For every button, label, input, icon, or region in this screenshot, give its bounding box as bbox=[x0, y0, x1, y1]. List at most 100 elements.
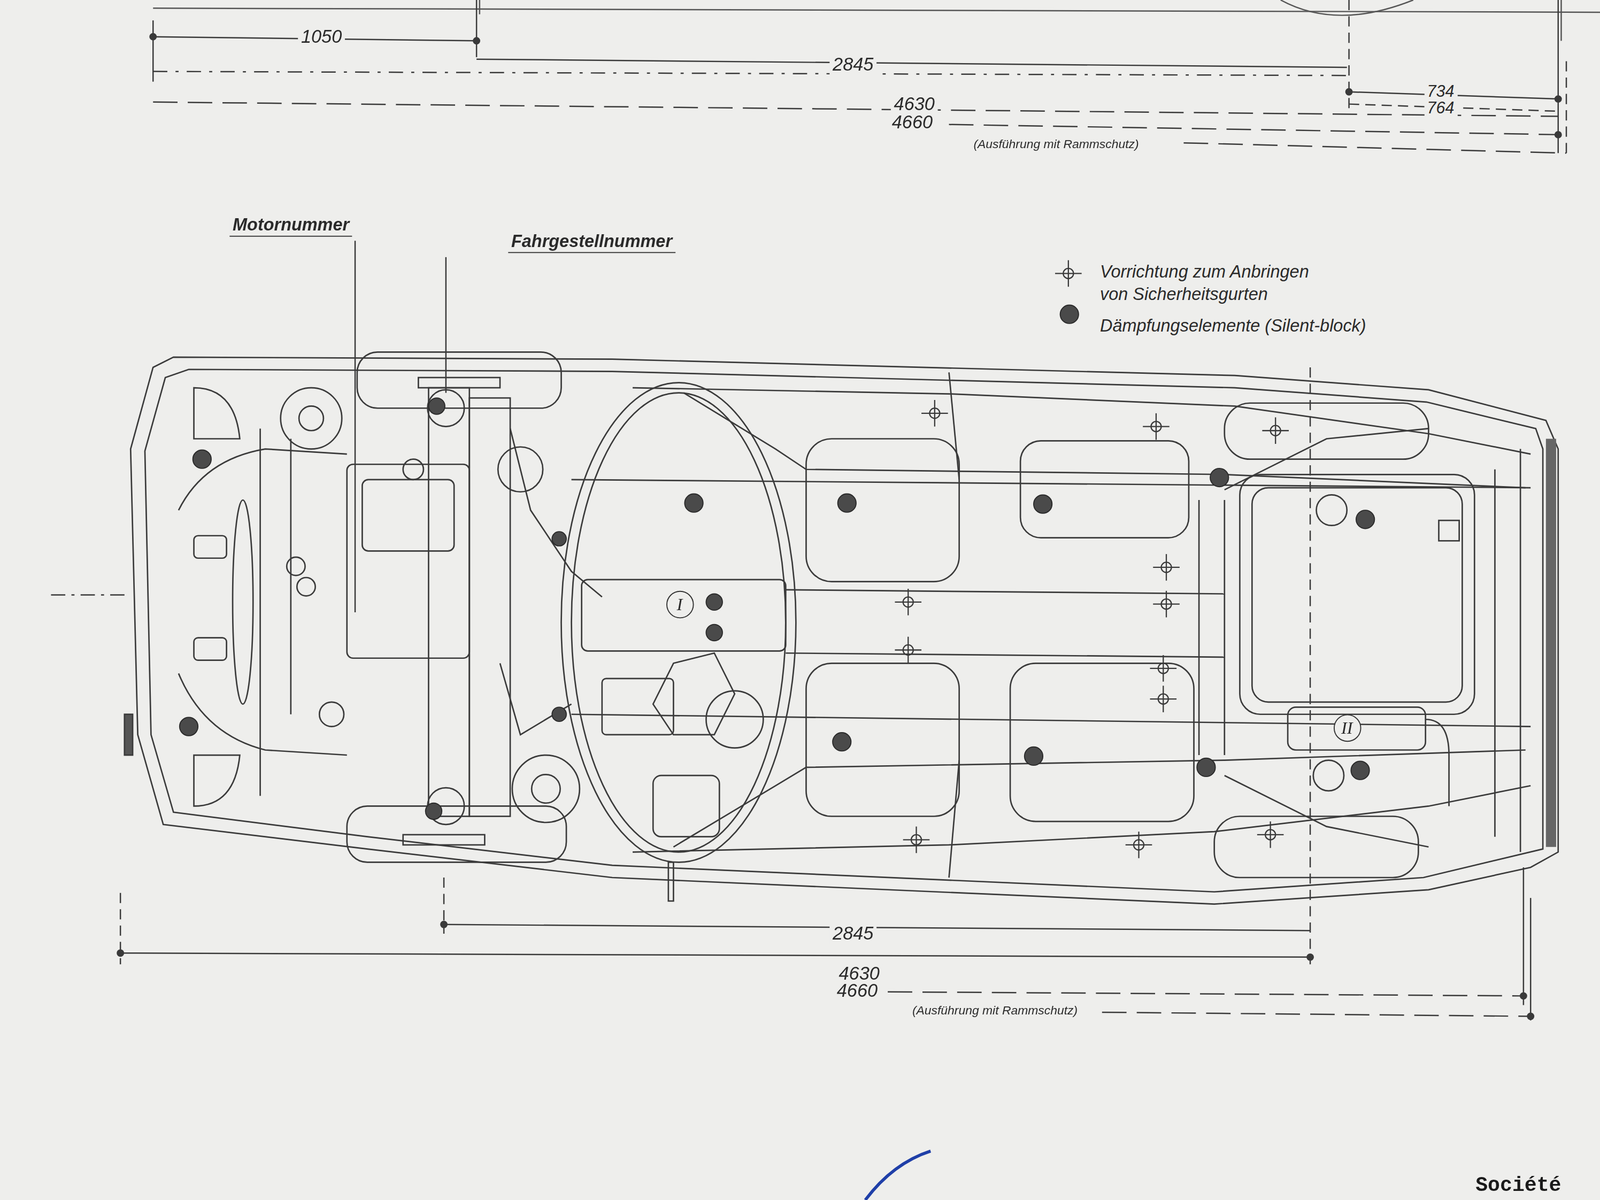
dimension-lines bbox=[149, 33, 156, 40]
car-body bbox=[1224, 775, 1429, 848]
silent-block-dots bbox=[551, 706, 567, 722]
top-cut-drawing bbox=[479, 0, 481, 15]
car-body bbox=[194, 535, 227, 559]
silent-block-dots bbox=[179, 717, 198, 736]
dimension-lines bbox=[1102, 1012, 1531, 1017]
dimension-lines bbox=[1522, 867, 1525, 1006]
car-body bbox=[949, 372, 960, 480]
car-body bbox=[178, 449, 348, 511]
car-body bbox=[469, 397, 511, 817]
legend-symbols bbox=[1060, 305, 1079, 324]
dimension-note: (Ausführung mit Rammschutz) bbox=[970, 137, 1143, 151]
car-body bbox=[581, 579, 787, 652]
callout-label: Motornummer bbox=[229, 216, 353, 237]
roman-callout-circle: II bbox=[1333, 713, 1361, 742]
callout-number: I bbox=[676, 595, 683, 613]
car-body bbox=[805, 663, 959, 817]
belt-anchor-symbols bbox=[894, 400, 1289, 859]
car-body bbox=[362, 479, 455, 552]
car-body bbox=[124, 714, 133, 756]
silent-block-dots bbox=[193, 449, 212, 468]
belt-anchor-symbols bbox=[894, 588, 922, 616]
silent-block-dots bbox=[705, 624, 723, 642]
car-body bbox=[805, 439, 959, 582]
car-body bbox=[280, 387, 342, 449]
belt-anchor-symbols bbox=[1152, 554, 1180, 581]
belt-anchor-symbols bbox=[894, 636, 922, 664]
belt-anchor-symbols bbox=[1257, 821, 1284, 849]
silent-block-dots bbox=[428, 397, 445, 415]
car-body bbox=[1224, 428, 1429, 490]
car-body bbox=[286, 557, 305, 576]
car-body bbox=[785, 652, 1225, 658]
car-body bbox=[785, 589, 1225, 595]
dimension-lines bbox=[1520, 993, 1527, 999]
silent-block-dots bbox=[551, 531, 567, 546]
car-body bbox=[1439, 520, 1460, 541]
car-body bbox=[673, 749, 1526, 847]
car-body bbox=[296, 577, 315, 596]
dimension-lines bbox=[1557, 0, 1559, 153]
silent-block-dots bbox=[705, 594, 723, 611]
silent-block-dots bbox=[684, 494, 703, 513]
car-body bbox=[259, 428, 261, 796]
car-body bbox=[1316, 494, 1348, 526]
callout-number: II bbox=[1341, 718, 1353, 736]
car-body bbox=[571, 393, 787, 853]
car-body bbox=[1214, 816, 1419, 878]
car-body bbox=[130, 357, 1559, 905]
dimension-lines bbox=[473, 37, 480, 44]
car-body bbox=[1251, 487, 1463, 703]
dimension-lines bbox=[1527, 1013, 1534, 1020]
car-body bbox=[357, 351, 562, 409]
legend-text: Vorrichtung zum Anbringen von Sicherheit… bbox=[1096, 260, 1344, 306]
car-body bbox=[632, 785, 1531, 852]
leader-lines bbox=[354, 240, 356, 613]
car-body bbox=[403, 834, 486, 845]
dimension-lines bbox=[152, 102, 1559, 117]
car-body bbox=[232, 500, 253, 705]
dimension-lines bbox=[1555, 131, 1561, 138]
car-body bbox=[298, 405, 324, 431]
car-body bbox=[1020, 440, 1189, 538]
dimension-lines bbox=[1529, 897, 1532, 1021]
legend-symbols bbox=[1055, 260, 1082, 324]
car-body bbox=[531, 774, 560, 803]
dimension-note: (Ausführung mit Rammschutz) bbox=[909, 1003, 1081, 1018]
car-body bbox=[347, 805, 567, 863]
top-cut-drawing bbox=[1560, 0, 1562, 41]
dimension-value: 734 bbox=[1424, 82, 1458, 102]
car-body bbox=[602, 678, 674, 735]
silent-block-dots bbox=[832, 732, 851, 751]
car-body bbox=[1010, 663, 1194, 822]
dimension-value: 2845 bbox=[829, 924, 877, 945]
sender-text: Société bbox=[1472, 1174, 1565, 1197]
car-body bbox=[1239, 474, 1475, 714]
dimension-lines bbox=[152, 71, 1348, 76]
dimension-value: 1050 bbox=[297, 27, 345, 49]
dimension-value: 4630 bbox=[890, 94, 938, 115]
silent-block-dots bbox=[837, 494, 857, 513]
belt-anchor-symbols bbox=[1152, 590, 1180, 618]
car-body bbox=[1545, 439, 1557, 848]
roman-callout-circle: I bbox=[665, 590, 694, 619]
dimension-value: 764 bbox=[1424, 98, 1458, 118]
silent-block-dots bbox=[1210, 468, 1229, 487]
car-body bbox=[571, 479, 1532, 488]
car-body bbox=[510, 428, 603, 597]
silent-block-dots bbox=[1350, 760, 1369, 780]
car-body bbox=[571, 714, 1532, 727]
dimension-lines bbox=[1555, 95, 1561, 102]
dimension-lines bbox=[476, 59, 1348, 68]
car-body bbox=[289, 439, 292, 715]
dimension-lines bbox=[1565, 60, 1567, 156]
callout-label: Fahrgestellnummer bbox=[508, 232, 675, 253]
dimension-lines bbox=[50, 594, 128, 596]
dimension-lines bbox=[50, 0, 1567, 1021]
car-body bbox=[1494, 469, 1496, 837]
top-cut-drawing bbox=[1280, 0, 1414, 16]
car-body bbox=[1198, 500, 1200, 756]
belt-anchor-symbols bbox=[921, 400, 949, 427]
